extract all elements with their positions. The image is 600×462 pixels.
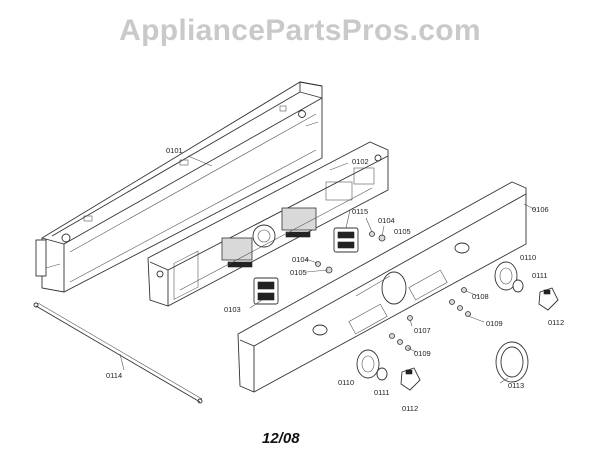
callout-0108: 0108 bbox=[472, 292, 489, 301]
part-0106-front-panel bbox=[237, 181, 527, 393]
callout-0109-a: 0109 bbox=[486, 319, 503, 328]
part-0102-control-board bbox=[147, 141, 389, 307]
callout-0105-a: 0105 bbox=[290, 268, 307, 277]
part-0111-knob-right bbox=[512, 279, 524, 293]
part-0110-bezel-left bbox=[356, 349, 380, 379]
callout-0115: 0115 bbox=[352, 207, 368, 216]
callout-0107: 0107 bbox=[414, 326, 431, 335]
part-0113-ring bbox=[495, 341, 529, 383]
callout-0110-b: 0110 bbox=[520, 253, 536, 262]
revision-date: 12/08 bbox=[262, 430, 300, 447]
part-0110-bezel-right bbox=[494, 261, 518, 291]
callout-labels: 0101 0102 0103 0104 0105 0115 0104 0105 … bbox=[106, 146, 564, 413]
callout-0113: 0113 bbox=[508, 381, 524, 390]
part-0101-frame bbox=[35, 81, 323, 293]
callout-0111-a: 0111 bbox=[374, 388, 390, 397]
callout-0110-a: 0110 bbox=[338, 378, 354, 387]
callout-0103: 0103 bbox=[224, 305, 241, 314]
part-0112-knob-left bbox=[400, 367, 421, 391]
part-0111-knob-left bbox=[376, 367, 388, 381]
callout-0109-b: 0109 bbox=[414, 349, 431, 358]
callout-0112-a: 0112 bbox=[402, 404, 418, 413]
watermark-text: AppliancePartsPros.com bbox=[119, 14, 481, 47]
callout-0101: 0101 bbox=[166, 146, 183, 155]
callout-0105-b: 0105 bbox=[394, 227, 411, 236]
callout-0112-b: 0112 bbox=[548, 318, 564, 327]
callout-0102: 0102 bbox=[352, 157, 369, 166]
callout-0106: 0106 bbox=[532, 205, 549, 214]
callout-0104-b: 0104 bbox=[378, 216, 395, 225]
callout-0104-a: 0104 bbox=[292, 255, 309, 264]
part-0115-keypad bbox=[333, 227, 359, 253]
callout-0111-b: 0111 bbox=[532, 271, 548, 280]
callout-0114: 0114 bbox=[106, 371, 122, 380]
leader-lines bbox=[119, 155, 537, 384]
part-0103-keypad bbox=[253, 277, 279, 305]
part-0107-0109-buttons bbox=[389, 287, 471, 351]
part-0112-knob-right bbox=[538, 287, 559, 311]
part-0114-rod bbox=[33, 302, 203, 404]
